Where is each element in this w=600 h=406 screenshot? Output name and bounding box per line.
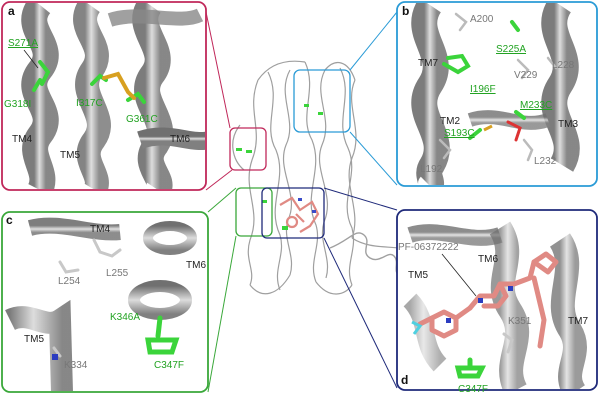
residue-label: L192 bbox=[420, 164, 443, 175]
helix-label: TM4 bbox=[90, 224, 110, 235]
mutation-label: S271A bbox=[8, 38, 38, 49]
mutation-label: G361C bbox=[126, 114, 158, 125]
residue-label: L254 bbox=[58, 276, 81, 287]
residue-label: L232 bbox=[534, 156, 557, 167]
residue-label: K351 bbox=[508, 316, 532, 327]
panel-d-letter: d bbox=[401, 373, 408, 387]
helix-label: TM6 bbox=[186, 260, 206, 271]
helix-label: TM5 bbox=[60, 150, 80, 161]
overview-structure bbox=[232, 60, 411, 295]
mutation-label: I317C bbox=[76, 98, 103, 109]
mutation-label: M233C bbox=[520, 100, 552, 111]
panel-a-letter: a bbox=[8, 4, 15, 18]
panel-a: a S271A G318I I317C G361C TM4 TM5 TM6 bbox=[1, 1, 207, 191]
overview-region-c bbox=[235, 187, 273, 237]
panel-c-letter: c bbox=[6, 213, 13, 227]
panel-c: c TM4 TM6 L255 L254 K346A TM5 K334 C347F bbox=[1, 211, 209, 393]
residue-label: V229 bbox=[514, 70, 538, 81]
helix-label: TM5 bbox=[408, 270, 428, 281]
connector-lines bbox=[205, 11, 398, 393]
overview-region-d bbox=[261, 187, 325, 239]
helix-label: TM4 bbox=[12, 134, 32, 145]
mutation-label: G318I bbox=[4, 99, 31, 110]
panel-d: d PF-06372222 TM6 TM5 K351 TM7 C347F bbox=[396, 209, 598, 395]
residue-label: A200 bbox=[470, 14, 494, 25]
helix-label: TM2 bbox=[440, 116, 460, 127]
overview-region-a bbox=[229, 127, 267, 171]
residue-label: L255 bbox=[106, 268, 129, 279]
helix-label: TM7 bbox=[418, 58, 438, 69]
panel-b: b A200 S225A TM7 V229 L228 I196F M233C T… bbox=[396, 1, 598, 187]
mutation-label: S193C bbox=[444, 128, 475, 139]
mutation-label: S225A bbox=[496, 44, 526, 55]
helix-label: TM5 bbox=[24, 334, 44, 345]
helix-label: TM6 bbox=[170, 134, 190, 145]
helix-label: TM7 bbox=[568, 316, 588, 327]
panel-b-letter: b bbox=[402, 4, 409, 18]
mutation-label: I196F bbox=[470, 84, 496, 95]
helix-label: TM6 bbox=[478, 254, 498, 265]
ligand-label: PF-06372222 bbox=[398, 242, 459, 253]
residue-label: K334 bbox=[64, 360, 88, 371]
helix-label: TM3 bbox=[558, 119, 578, 130]
mutation-label: K346A bbox=[110, 312, 140, 323]
mutation-label: C347F bbox=[458, 384, 488, 395]
residue-label: L228 bbox=[552, 60, 575, 71]
overview-region-b bbox=[293, 69, 351, 133]
mutation-label: C347F bbox=[154, 360, 184, 371]
